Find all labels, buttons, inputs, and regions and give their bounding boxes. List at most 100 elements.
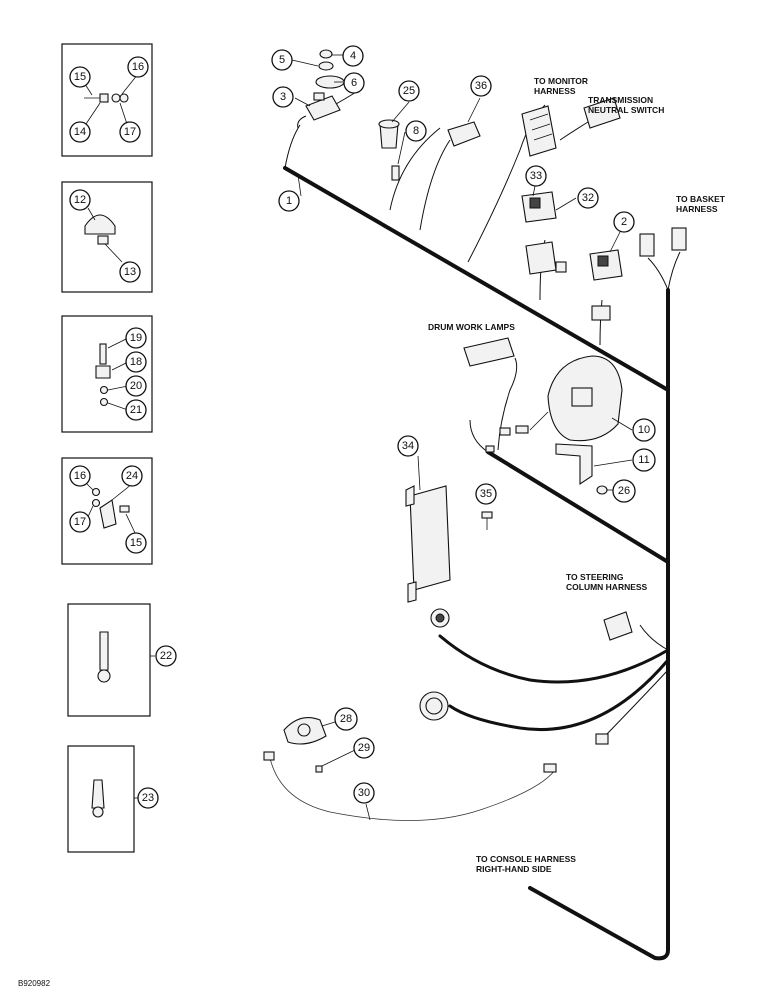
wire-drum-2 <box>469 419 489 453</box>
callout-30: 30 <box>353 782 375 804</box>
wire-basket-a <box>647 257 669 291</box>
label-to-monitor-1: TO MONITOR <box>534 76 588 86</box>
svg-text:3: 3 <box>280 91 286 103</box>
label-transmission-2: NEUTRAL SWITCH <box>588 105 664 115</box>
callout-20: 20 <box>125 375 147 397</box>
screw-35 <box>481 511 493 530</box>
detail-panel-tie-22 <box>67 603 155 717</box>
svg-text:23: 23 <box>142 792 154 804</box>
callout-leaders <box>291 54 633 821</box>
svg-text:28: 28 <box>340 713 352 725</box>
wire-2 <box>599 299 603 346</box>
svg-text:5: 5 <box>279 54 285 66</box>
svg-text:16: 16 <box>74 470 86 482</box>
svg-text:35: 35 <box>480 488 492 500</box>
callout-18: 18 <box>125 351 147 373</box>
wire-basket-b <box>667 251 681 291</box>
svg-text:10: 10 <box>638 424 650 436</box>
callout-6: 6 <box>343 72 365 94</box>
svg-text:17: 17 <box>74 516 86 528</box>
svg-text:24: 24 <box>126 470 138 482</box>
figure-id: B920982 <box>18 979 51 988</box>
detail-panel-fastener-a <box>61 43 153 157</box>
callout-2: 2 <box>613 211 635 233</box>
wire-connector <box>389 127 441 211</box>
wire-36 <box>419 139 451 231</box>
callout-16-panel-a: 16 <box>127 56 149 78</box>
wire-3 <box>284 124 301 169</box>
callout-14: 14 <box>69 121 91 143</box>
svg-text:1: 1 <box>286 195 292 207</box>
wire-steering-connector <box>639 624 669 651</box>
label-console-1: TO CONSOLE HARNESS <box>476 854 576 864</box>
callout-28: 28 <box>334 707 358 731</box>
svg-text:20: 20 <box>130 380 142 392</box>
svg-text:33: 33 <box>530 170 542 182</box>
callout-1: 1 <box>278 190 300 212</box>
callout-32: 32 <box>577 187 599 209</box>
drum-lamp-connector <box>463 337 515 367</box>
callout-34: 34 <box>397 435 419 457</box>
svg-text:12: 12 <box>74 194 86 206</box>
svg-text:11: 11 <box>638 454 649 466</box>
svg-text:15: 15 <box>74 71 86 83</box>
lower-plug <box>595 733 609 745</box>
svg-text:34: 34 <box>402 440 414 452</box>
svg-text:17: 17 <box>124 126 136 138</box>
round-connector-upper <box>430 608 450 628</box>
svg-text:21: 21 <box>130 404 142 416</box>
callout-29: 29 <box>353 737 375 759</box>
svg-text:13: 13 <box>124 266 136 278</box>
wire-lower-plug <box>604 669 669 737</box>
branch-drum-lamps <box>486 450 670 564</box>
detail-panel-clamp-12 <box>61 181 153 293</box>
callout-21: 21 <box>125 399 147 421</box>
callout-25: 25 <box>398 80 420 102</box>
callout-36: 36 <box>470 75 492 97</box>
nut-26 <box>596 485 608 495</box>
sensor-assembly-3 <box>297 91 357 129</box>
callout-19: 19 <box>125 327 147 349</box>
label-console-2: RIGHT-HAND SIDE <box>476 864 552 874</box>
callout-3: 3 <box>272 86 294 108</box>
connector-33-plug <box>525 241 567 275</box>
callout-15-panel-b: 15 <box>125 532 147 554</box>
svg-text:22: 22 <box>160 650 172 662</box>
callout-35: 35 <box>475 483 497 505</box>
svg-text:8: 8 <box>413 125 419 137</box>
callout-4: 4 <box>342 45 364 67</box>
callout-26: 26 <box>612 479 636 503</box>
label-to-monitor-2: HARNESS <box>534 86 576 96</box>
callout-5: 5 <box>271 49 293 71</box>
svg-text:25: 25 <box>403 85 415 97</box>
label-basket-2: HARNESS <box>676 204 718 214</box>
wire-drum-lamp <box>497 357 518 451</box>
work-lamp-10 <box>529 355 623 442</box>
bracket-11 <box>555 443 593 486</box>
label-transmission-1: TRANSMISSION <box>588 95 653 105</box>
detail-panel-fastener-b <box>61 315 153 433</box>
horn-28 <box>283 717 327 745</box>
callout-22: 22 <box>155 645 177 667</box>
detail-panel-clip-24 <box>61 457 153 565</box>
nut-4 <box>319 49 333 59</box>
detail-panel-clip-23 <box>67 745 138 853</box>
svg-text:6: 6 <box>351 77 357 89</box>
label-steering-2: COLUMN HARNESS <box>566 582 648 592</box>
lamp-25 <box>378 119 400 149</box>
washer-5 <box>318 61 334 71</box>
callout-11: 11 <box>632 448 656 472</box>
callout-23: 23 <box>137 787 159 809</box>
svg-text:26: 26 <box>618 485 630 497</box>
svg-text:4: 4 <box>350 50 356 62</box>
svg-text:29: 29 <box>358 742 370 754</box>
round-switch-lower <box>419 691 449 721</box>
connector-36 <box>447 121 481 147</box>
svg-text:36: 36 <box>475 80 487 92</box>
callout-33: 33 <box>525 165 547 187</box>
branch-steering-a <box>438 634 670 684</box>
plug-8 <box>391 165 400 181</box>
callout-8: 8 <box>405 120 427 142</box>
